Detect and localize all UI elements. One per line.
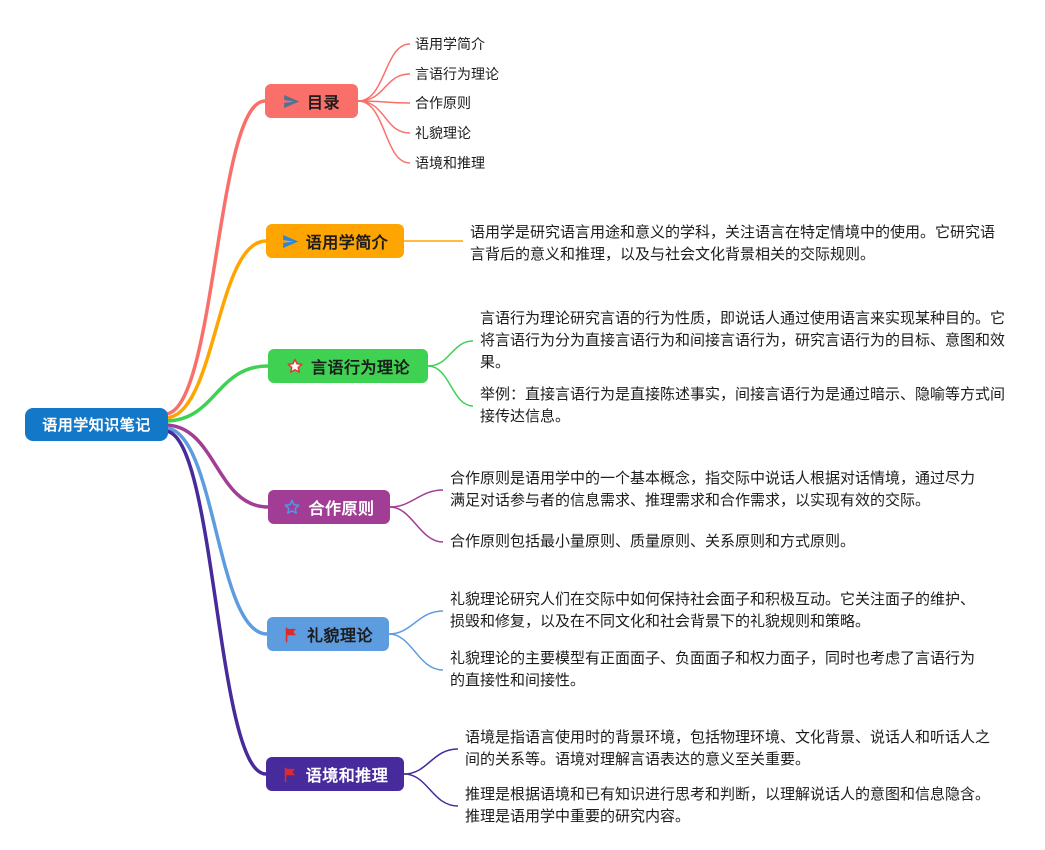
note-connector xyxy=(388,610,444,635)
branch-curve-speech-act xyxy=(163,364,270,423)
note-politeness-2[interactable]: 礼貌理论的主要模型有正面面子、负面面子和权力面子，同时也考虑了言语行为的直接性和… xyxy=(450,650,976,689)
toc-item-context[interactable]: 语境和推理 xyxy=(415,155,485,171)
toc-connector xyxy=(357,73,411,102)
branch-curve-intro xyxy=(163,239,268,420)
toc-connector xyxy=(357,100,411,164)
note-connector xyxy=(389,506,444,543)
branch-label: 合作原则 xyxy=(308,501,375,518)
note-speech-act-2[interactable]: 举例：直接言语行为是直接陈述事实，间接言语行为是通过暗示、隐喻等方式间接传达信息… xyxy=(480,386,1006,425)
branch-node-context[interactable]: 语境和推理 xyxy=(266,757,404,791)
flag-icon xyxy=(283,626,300,643)
toc-connector xyxy=(357,100,411,134)
branch-label: 礼貌理论 xyxy=(306,628,373,645)
flag-icon xyxy=(282,766,299,783)
toc-connector xyxy=(357,43,411,102)
star-icon xyxy=(286,357,304,375)
note-context-1[interactable]: 语境是指语言使用时的背景环境，包括物理环境、文化背景、说话人和听话人之间的关系等… xyxy=(465,729,991,768)
branch-node-toc[interactable]: 目录 xyxy=(265,84,358,118)
branch-node-intro[interactable]: 语用学简介 xyxy=(266,224,404,258)
toc-item-politeness[interactable]: 礼貌理论 xyxy=(415,125,471,141)
note-connector xyxy=(388,633,444,671)
note-connector xyxy=(427,365,474,407)
root-node[interactable]: 语用学知识笔记 xyxy=(25,408,168,441)
note-connector xyxy=(403,773,459,807)
note-cooperative-2[interactable]: 合作原则包括最小量原则、质量原则、关系原则和方式原则。 xyxy=(450,533,856,550)
toc-item-cooperative[interactable]: 合作原则 xyxy=(415,95,471,111)
note-cooperative-1[interactable]: 合作原则是语用学中的一个基本概念，指交际中说话人根据对话情境，通过尽力满足对话参… xyxy=(450,470,976,509)
star-outline-icon xyxy=(283,498,301,516)
paper-plane-icon xyxy=(283,93,300,110)
branch-node-politeness[interactable]: 礼貌理论 xyxy=(267,617,389,651)
branch-node-speech-act[interactable]: 言语行为理论 xyxy=(268,349,428,383)
branch-label: 目录 xyxy=(306,95,340,112)
paper-plane-icon xyxy=(282,233,299,250)
branch-curve-politeness xyxy=(163,426,269,636)
note-speech-act-1[interactable]: 言语行为理论研究言语的行为性质，即说话人通过使用语言来实现某种目的。它将言语行为… xyxy=(480,310,1006,371)
note-connector xyxy=(389,489,444,508)
branch-curve-cooperative xyxy=(163,423,270,509)
note-intro-1[interactable]: 语用学是研究语言用途和意义的学科，关注语言在特定情境中的使用。它研究语言背后的意… xyxy=(470,224,996,263)
note-politeness-1[interactable]: 礼貌理论研究人们在交际中如何保持社会面子和积极互动。它关注面子的维护、损毁和修复… xyxy=(450,591,976,630)
branch-curve-toc xyxy=(163,99,267,416)
toc-item-speech-act[interactable]: 言语行为理论 xyxy=(415,66,499,82)
toc-item-intro[interactable]: 语用学简介 xyxy=(415,36,485,52)
root-label: 语用学知识笔记 xyxy=(42,417,151,434)
note-context-2[interactable]: 推理是根据语境和已有知识进行思考和判断，以理解说话人的意图和信息隐含。推理是语用… xyxy=(465,786,991,825)
branch-curve-context xyxy=(163,429,268,776)
branch-node-cooperative[interactable]: 合作原则 xyxy=(268,490,390,524)
branch-label: 语境和推理 xyxy=(305,768,389,785)
note-connector xyxy=(403,748,459,775)
branch-label: 言语行为理论 xyxy=(310,360,410,377)
branch-label: 语用学简介 xyxy=(305,235,389,252)
toc-connector xyxy=(357,100,411,104)
note-connector xyxy=(427,340,474,367)
